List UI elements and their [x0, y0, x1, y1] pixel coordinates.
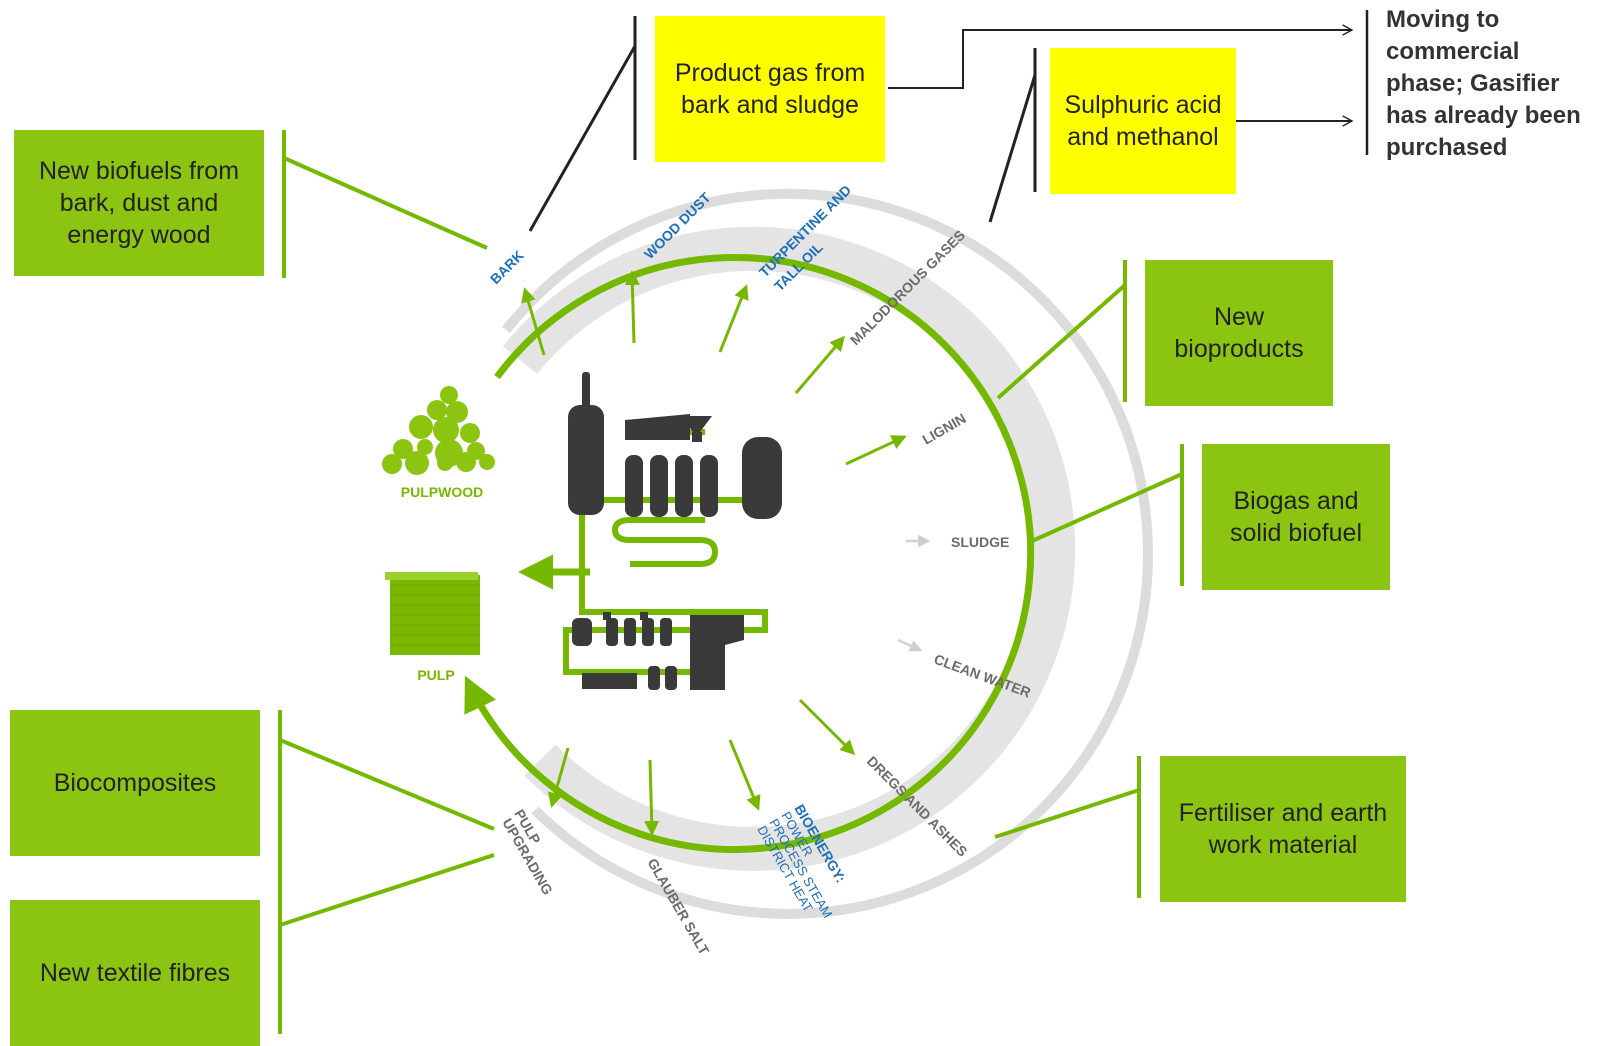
note-line-1: Moving to	[1386, 6, 1500, 33]
lignin-arrow	[845, 435, 907, 466]
progress-arrows	[888, 10, 1369, 155]
new-biofuels-box: New biofuels from bark, dust and energy …	[14, 130, 264, 276]
pulp-mill-icon	[563, 372, 782, 690]
note-line-2: commercial	[1386, 38, 1520, 65]
note-line-4: has already been	[1386, 102, 1581, 129]
grey-arrows	[897, 534, 931, 652]
pulp-upgrading-arrow	[548, 747, 570, 808]
fertiliser-box: Fertiliser and earth work material	[1160, 756, 1406, 902]
output-arrows	[521, 270, 907, 836]
bark-label: BARK	[487, 247, 527, 287]
black-connectors	[528, 16, 1037, 232]
biocomposites-box: Biocomposites	[10, 710, 260, 856]
wood-dust-arrow	[624, 270, 640, 344]
product-gas-box: Product gas from bark and sludge	[655, 16, 885, 162]
clean-water-arrow	[897, 638, 923, 652]
log-pile-icon	[382, 386, 495, 475]
pulp-label: PULP	[417, 667, 454, 683]
outer-grey-ring	[502, 188, 1153, 919]
pulp-sheets-icon	[385, 572, 480, 655]
bioenergy-arrow	[728, 739, 761, 811]
commercial-phase-note: Moving to commercial phase; Gasifier has…	[1386, 4, 1608, 164]
biogas-box: Biogas and solid biofuel	[1202, 444, 1390, 590]
note-line-3: phase; Gasifier	[1386, 70, 1560, 97]
malodorous-arrow	[794, 335, 845, 394]
process-arc	[464, 254, 1035, 853]
bark-arrow	[521, 287, 546, 356]
sulphuric-acid-box: Sulphuric acid and methanol	[1050, 48, 1236, 194]
lignin-label: LIGNIN	[920, 410, 969, 448]
green-connectors	[278, 130, 1184, 1034]
note-line-5: purchased	[1386, 134, 1508, 161]
pulpwood-label: PULPWOOD	[401, 484, 483, 500]
sludge-label: SLUDGE	[951, 534, 1009, 550]
turpentine-arrow	[718, 284, 749, 353]
glauber-arrow	[644, 759, 660, 836]
textile-fibres-box: New textile fibres	[10, 900, 260, 1046]
dregs-arrow	[798, 698, 856, 756]
new-bioproducts-box: New bioproducts	[1145, 260, 1333, 406]
